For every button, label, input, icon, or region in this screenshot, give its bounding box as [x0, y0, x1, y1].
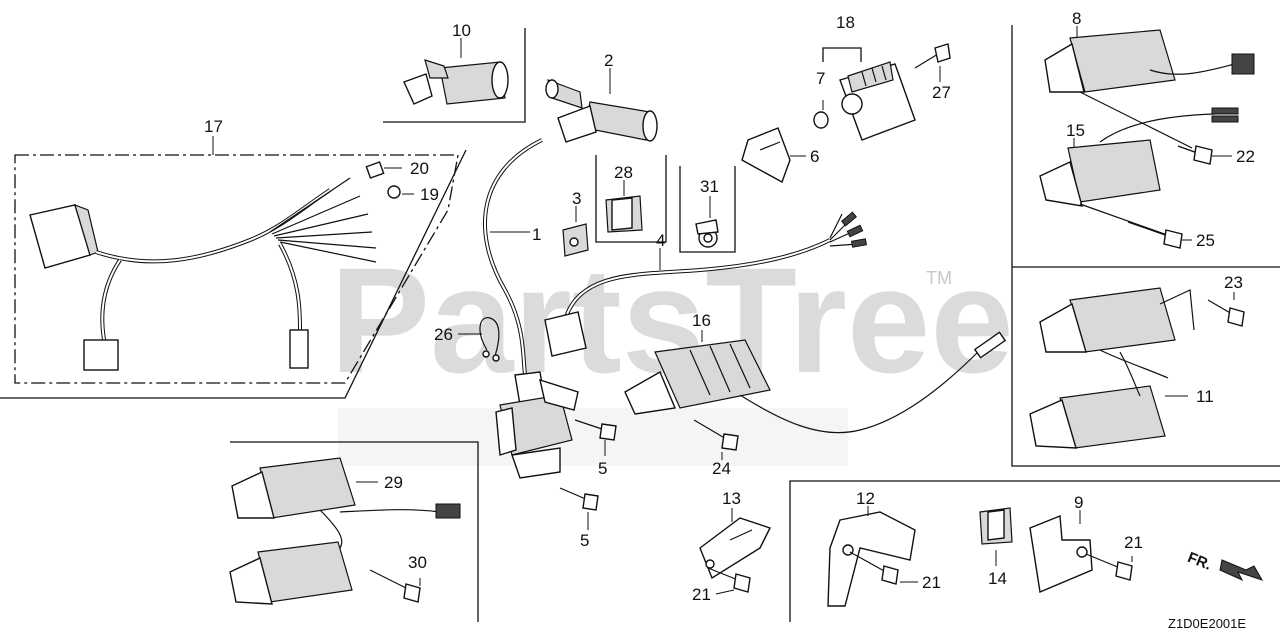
callout-15: 15	[1066, 121, 1085, 140]
callout-6: 6	[810, 147, 819, 166]
callout-2: 2	[604, 51, 613, 70]
part-9	[1029, 510, 1093, 593]
part-6	[741, 127, 806, 184]
bolt-22	[1079, 91, 1232, 165]
part-3	[562, 206, 589, 257]
callout-4: 4	[656, 231, 665, 250]
bolt-24	[693, 419, 739, 460]
callout-12: 12	[856, 489, 875, 508]
bolt-21a	[707, 567, 751, 595]
callout-16: 16	[692, 311, 711, 330]
bolt-5b	[559, 487, 599, 530]
part-27	[914, 43, 951, 82]
part-11	[1029, 287, 1188, 449]
part-28	[605, 180, 643, 233]
callout-21b: 21	[922, 573, 941, 592]
front-label: FR.	[1185, 549, 1214, 574]
part-10	[403, 38, 509, 105]
callout-31: 31	[700, 177, 719, 196]
callout-30: 30	[408, 553, 427, 572]
bolt-21b	[849, 551, 918, 585]
callout-23: 23	[1224, 273, 1243, 292]
callout-8: 8	[1072, 9, 1081, 28]
bolt-25	[1079, 203, 1192, 249]
bolt-5a	[574, 419, 617, 456]
part-15	[1039, 107, 1239, 207]
callout-11: 11	[1196, 387, 1214, 406]
callout-22: 22	[1236, 147, 1255, 166]
callout-28: 28	[614, 163, 633, 182]
callout-10: 10	[452, 21, 471, 40]
part-2	[545, 68, 658, 143]
callout-7: 7	[816, 69, 825, 88]
part-1	[483, 138, 579, 479]
callout-29: 29	[384, 473, 403, 492]
callout-13: 13	[722, 489, 741, 508]
bolt-30	[369, 569, 421, 603]
callout-25: 25	[1196, 231, 1215, 250]
callout-24: 24	[712, 459, 731, 478]
part-16	[624, 330, 1007, 434]
callout-27: 27	[932, 83, 951, 102]
callout-26: 26	[434, 325, 453, 344]
part-12	[827, 506, 916, 607]
bolt-21c	[1085, 553, 1133, 581]
watermark-trademark: TM	[926, 268, 952, 288]
part-29	[229, 457, 461, 605]
part-13	[699, 508, 771, 580]
part-31	[695, 196, 719, 248]
callout-21a: 21	[692, 585, 711, 604]
callout-20: 20	[410, 159, 429, 178]
bolt-23	[1159, 289, 1245, 331]
part-7	[813, 111, 829, 129]
part-14	[979, 507, 1013, 566]
callout-9: 9	[1074, 493, 1083, 512]
callouts: 10 2 18 7 27 8 15 22 25 23 11 17 20 19 2…	[204, 9, 1255, 604]
part-4	[544, 211, 867, 357]
callout-5b: 5	[580, 531, 589, 550]
callout-5a: 5	[598, 459, 607, 478]
watermark-stipple	[338, 408, 848, 466]
diagram-code: Z1D0E2001E	[1168, 616, 1246, 631]
front-arrow: FR.	[1185, 549, 1264, 582]
callout-3: 3	[572, 189, 581, 208]
callout-14: 14	[988, 569, 1007, 588]
callout-21c: 21	[1124, 533, 1143, 552]
part-18	[822, 61, 916, 141]
callout-19: 19	[420, 185, 439, 204]
part-26	[458, 317, 500, 362]
callout-18: 18	[836, 13, 855, 32]
frame-lines	[0, 25, 1280, 622]
callout-17: 17	[204, 117, 223, 136]
part-17	[29, 136, 414, 371]
callout-1: 1	[532, 225, 541, 244]
part-8	[1044, 26, 1255, 93]
